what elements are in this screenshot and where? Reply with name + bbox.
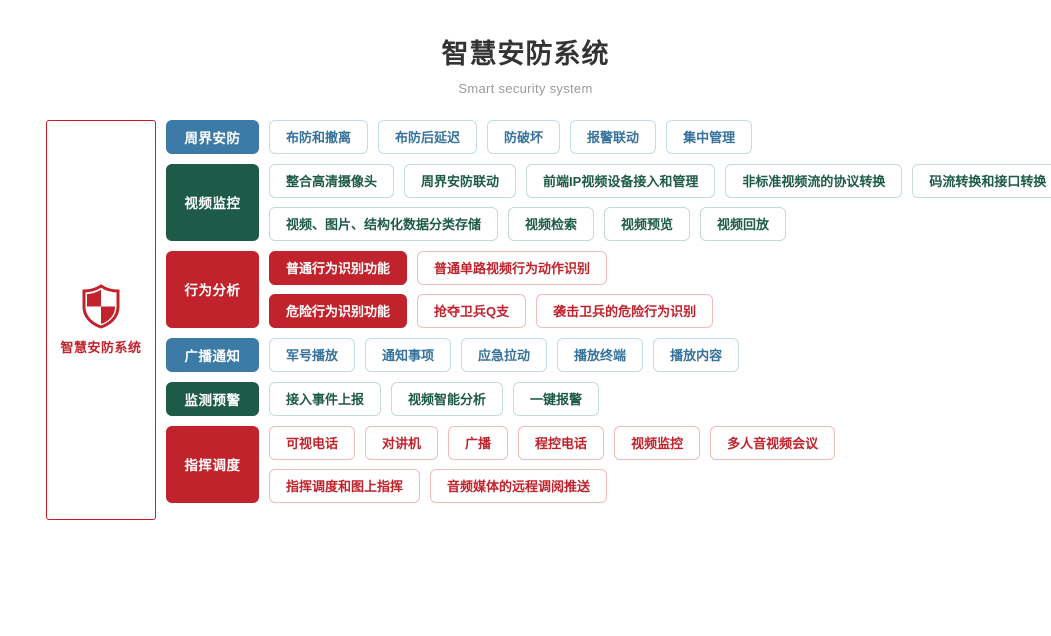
feature-chip[interactable]: 对讲机 [365, 425, 439, 460]
category-rows: 周界安防布防和撤离布防后延迟防破坏报警联动集中管理视频监控整合高清摄像头周界安防… [166, 119, 1051, 503]
category-items: 可视电话对讲机广播程控电话视频监控多人音视频会议指挥调度和图上指挥音频媒体的远程… [269, 425, 836, 503]
feature-chip[interactable]: 集中管理 [666, 119, 753, 154]
category-label[interactable]: 监测预警 [166, 381, 259, 416]
feature-group-chip[interactable]: 普通行为识别功能 [269, 250, 408, 285]
page-title: 智慧安防系统 [441, 39, 610, 69]
feature-chip[interactable]: 应急拉动 [461, 337, 548, 372]
category-item-line: 指挥调度和图上指挥音频媒体的远程调阅推送 [269, 468, 835, 503]
category-item-line: 视频、图片、结构化数据分类存储视频检索视频预览视频回放 [269, 206, 1051, 241]
category-label[interactable]: 周界安防 [166, 119, 259, 154]
feature-chip[interactable]: 军号播放 [269, 337, 356, 372]
category-item-line: 可视电话对讲机广播程控电话视频监控多人音视频会议 [269, 425, 836, 460]
category-label[interactable]: 行为分析 [166, 250, 259, 328]
category-item-line: 危险行为识别功能抢夺卫兵Q支袭击卫兵的危险行为识别 [269, 293, 714, 328]
feature-chip[interactable]: 布防和撤离 [269, 119, 369, 154]
feature-chip[interactable]: 一键报警 [513, 381, 600, 416]
category-label[interactable]: 视频监控 [166, 163, 259, 241]
feature-chip[interactable]: 抢夺卫兵Q支 [417, 293, 527, 328]
category-item-line: 军号播放通知事项应急拉动播放终端播放内容 [269, 337, 740, 372]
page-subtitle: Smart security system [458, 80, 593, 96]
category-row: 指挥调度可视电话对讲机广播程控电话视频监控多人音视频会议指挥调度和图上指挥音频媒… [166, 425, 1051, 503]
category-items: 布防和撤离布防后延迟防破坏报警联动集中管理 [269, 119, 753, 154]
category-item-line: 接入事件上报视频智能分析一键报警 [269, 381, 600, 416]
feature-chip[interactable]: 袭击卫兵的危险行为识别 [536, 293, 714, 328]
feature-chip[interactable]: 前端IP视频设备接入和管理 [526, 163, 716, 198]
feature-chip[interactable]: 多人音视频会议 [710, 425, 836, 460]
feature-chip[interactable]: 视频预览 [604, 206, 691, 241]
sidebar-label: 智慧安防系统 [60, 340, 142, 356]
feature-chip[interactable]: 接入事件上报 [269, 381, 382, 416]
feature-chip[interactable]: 报警联动 [570, 119, 657, 154]
feature-chip[interactable]: 程控电话 [518, 425, 605, 460]
category-row: 周界安防布防和撤离布防后延迟防破坏报警联动集中管理 [166, 119, 1051, 154]
feature-chip[interactable]: 播放终端 [557, 337, 644, 372]
category-item-line: 布防和撤离布防后延迟防破坏报警联动集中管理 [269, 119, 753, 154]
feature-group-chip[interactable]: 危险行为识别功能 [269, 293, 408, 328]
feature-chip[interactable]: 整合高清摄像头 [269, 163, 395, 198]
shield-icon [79, 283, 123, 329]
feature-chip[interactable]: 周界安防联动 [404, 163, 517, 198]
feature-chip[interactable]: 非标准视频流的协议转换 [725, 163, 903, 198]
category-item-line: 整合高清摄像头周界安防联动前端IP视频设备接入和管理非标准视频流的协议转换码流转… [269, 163, 1051, 198]
feature-chip[interactable]: 视频、图片、结构化数据分类存储 [269, 206, 499, 241]
category-items: 整合高清摄像头周界安防联动前端IP视频设备接入和管理非标准视频流的协议转换码流转… [269, 163, 1051, 241]
feature-chip[interactable]: 视频回放 [700, 206, 787, 241]
feature-chip[interactable]: 播放内容 [653, 337, 740, 372]
feature-chip[interactable]: 防破坏 [487, 119, 561, 154]
feature-chip[interactable]: 指挥调度和图上指挥 [269, 468, 421, 503]
category-row: 视频监控整合高清摄像头周界安防联动前端IP视频设备接入和管理非标准视频流的协议转… [166, 163, 1051, 241]
category-row: 广播通知军号播放通知事项应急拉动播放终端播放内容 [166, 337, 1051, 372]
feature-chip[interactable]: 广播 [448, 425, 509, 460]
feature-chip[interactable]: 视频监控 [614, 425, 701, 460]
page-header: 智慧安防系统 Smart security system [0, 0, 1051, 96]
feature-chip[interactable]: 可视电话 [269, 425, 356, 460]
feature-chip[interactable]: 通知事项 [365, 337, 452, 372]
category-row: 监测预警接入事件上报视频智能分析一键报警 [166, 381, 1051, 416]
category-items: 普通行为识别功能普通单路视频行为动作识别危险行为识别功能抢夺卫兵Q支袭击卫兵的危… [269, 250, 714, 328]
feature-chip[interactable]: 普通单路视频行为动作识别 [417, 250, 608, 285]
feature-chip[interactable]: 码流转换和接口转换 [912, 163, 1051, 198]
category-label[interactable]: 指挥调度 [166, 425, 259, 503]
category-items: 军号播放通知事项应急拉动播放终端播放内容 [269, 337, 740, 372]
feature-chip[interactable]: 视频检索 [508, 206, 595, 241]
category-items: 接入事件上报视频智能分析一键报警 [269, 381, 600, 416]
feature-chip[interactable]: 布防后延迟 [378, 119, 478, 154]
feature-chip[interactable]: 视频智能分析 [391, 381, 504, 416]
category-label[interactable]: 广播通知 [166, 337, 259, 372]
category-row: 行为分析普通行为识别功能普通单路视频行为动作识别危险行为识别功能抢夺卫兵Q支袭击… [166, 250, 1051, 328]
category-item-line: 普通行为识别功能普通单路视频行为动作识别 [269, 250, 713, 285]
diagram-body: 智慧安防系统 周界安防布防和撤离布防后延迟防破坏报警联动集中管理视频监控整合高清… [0, 96, 1051, 520]
feature-chip[interactable]: 音频媒体的远程调阅推送 [430, 468, 608, 503]
sidebar-card[interactable]: 智慧安防系统 [46, 119, 156, 520]
